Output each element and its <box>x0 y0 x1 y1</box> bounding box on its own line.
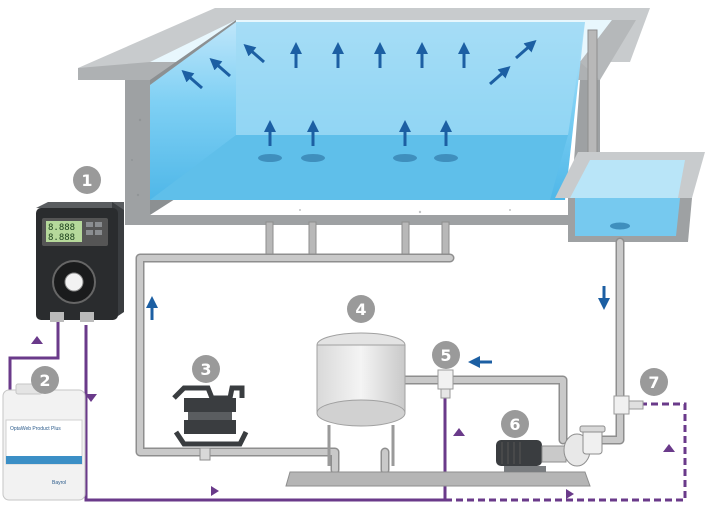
screen-line-2: 8.888 <box>48 233 75 243</box>
circulation-pump <box>496 425 606 472</box>
badge-1-text: 1 <box>81 171 92 190</box>
badge-7-text: 7 <box>648 373 659 392</box>
filter-pipe-outline <box>400 375 568 445</box>
equipment-base <box>285 471 591 487</box>
pool-flow-arrows <box>181 40 537 146</box>
floor-inlet <box>258 154 282 162</box>
heat-exchanger <box>172 385 249 461</box>
container-label-line-1: OptaWeb Product Plus <box>10 426 61 432</box>
suction-tube <box>8 322 60 396</box>
pipe-flow-arrows <box>146 286 610 368</box>
sand-filter <box>316 332 406 466</box>
badge-6 <box>501 410 529 438</box>
peristaltic-rotor <box>64 272 84 292</box>
balance-tank-surface <box>570 160 685 198</box>
flow-arrow-diagonal <box>515 40 537 60</box>
pump-key[interactable] <box>86 222 93 227</box>
badge-7 <box>640 368 668 396</box>
container-label-line-2: Bayrol <box>52 480 66 486</box>
floor-inlet <box>434 154 458 162</box>
chemical-arrow-up <box>453 428 465 436</box>
chemical-arrows <box>31 336 675 499</box>
suction-pipe <box>597 239 623 443</box>
dosing-pump-screen <box>46 221 82 242</box>
badge-4 <box>347 295 375 323</box>
filter-pipe <box>402 377 566 443</box>
outlet-pipe <box>401 221 410 259</box>
pipe-network <box>135 237 625 475</box>
overflow-pipe <box>587 29 598 166</box>
screen-line-1: 8.888 <box>48 223 75 233</box>
pool-outlet-pipes <box>265 221 450 259</box>
balance-tank <box>555 29 705 242</box>
floor-inlets <box>258 154 458 162</box>
dosing-pump: 8.888 8.888 <box>36 202 124 322</box>
chemical-arrow-right <box>566 489 574 499</box>
outlet-pipe <box>308 221 317 259</box>
chemical-arrow-right <box>211 486 219 496</box>
chemical-arrow-down <box>85 394 97 402</box>
chemical-lines <box>8 322 687 502</box>
badge-3 <box>192 355 220 383</box>
badge-5 <box>432 341 460 369</box>
outlet-pipe <box>265 221 274 259</box>
pump-key[interactable] <box>95 230 102 235</box>
badge-2 <box>31 366 59 394</box>
badge-2-text: 2 <box>39 371 50 390</box>
chemical-arrow-up <box>663 444 675 452</box>
outlet-pipe <box>441 221 450 259</box>
chemical-container: OptaWeb Product Plus Bayrol <box>2 383 86 501</box>
injection-valve <box>437 369 454 399</box>
flow-arrow-diagonal <box>489 66 511 86</box>
flow-arrow-diagonal <box>181 70 203 90</box>
sample-point <box>613 395 644 415</box>
badge-5-text: 5 <box>440 346 451 365</box>
return-pipe <box>137 255 453 473</box>
pump-key[interactable] <box>95 222 102 227</box>
flow-arrow-diagonal <box>243 44 265 64</box>
badge-3-text: 3 <box>200 360 211 379</box>
floor-inlet <box>301 154 325 162</box>
balance-tank-water <box>575 198 680 236</box>
balance-tank-drain <box>610 222 630 230</box>
pool-back-wall <box>236 22 585 135</box>
number-badges: 1 2 3 4 5 6 7 <box>31 166 668 438</box>
flow-arrow-diagonal <box>209 58 231 78</box>
pump-motor <box>496 440 542 466</box>
injection-tube <box>84 325 447 502</box>
floor-inlet <box>393 154 417 162</box>
badge-4-text: 4 <box>355 300 366 319</box>
chemical-arrow-up <box>31 336 43 344</box>
probe-tube <box>445 402 687 502</box>
pool-floor <box>150 135 568 200</box>
badge-6-text: 6 <box>509 415 520 434</box>
badge-1 <box>73 166 101 194</box>
pump-key[interactable] <box>86 230 93 235</box>
